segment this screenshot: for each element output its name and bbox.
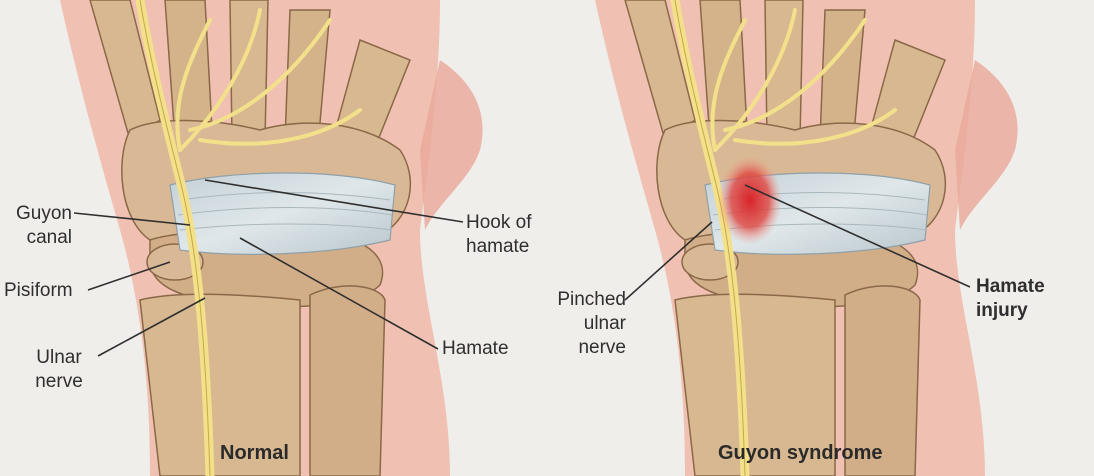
label-ulnar-nerve: Ulnar nerve: [35, 347, 83, 392]
normal-wrist-illustration: [40, 0, 483, 476]
caption-guyon-syndrome: Guyon syndrome: [718, 442, 883, 464]
caption-normal: Normal: [220, 442, 289, 464]
guyon-syndrome-wrist-illustration: [575, 0, 1018, 476]
label-guyon-canal: Guyon canal: [16, 203, 72, 248]
label-pinched-ulnar-nerve: Pinched ulnar nerve: [557, 289, 626, 358]
label-hook-of-hamate: Hook of hamate: [466, 212, 532, 257]
label-pisiform: Pisiform: [4, 280, 73, 301]
normal-leader-lines: [73, 179, 464, 357]
label-hamate: Hamate: [442, 338, 509, 359]
label-hamate-injury: Hamate injury: [976, 276, 1045, 321]
injury-area: [718, 155, 782, 245]
syndrome-leader-lines: [624, 184, 971, 301]
